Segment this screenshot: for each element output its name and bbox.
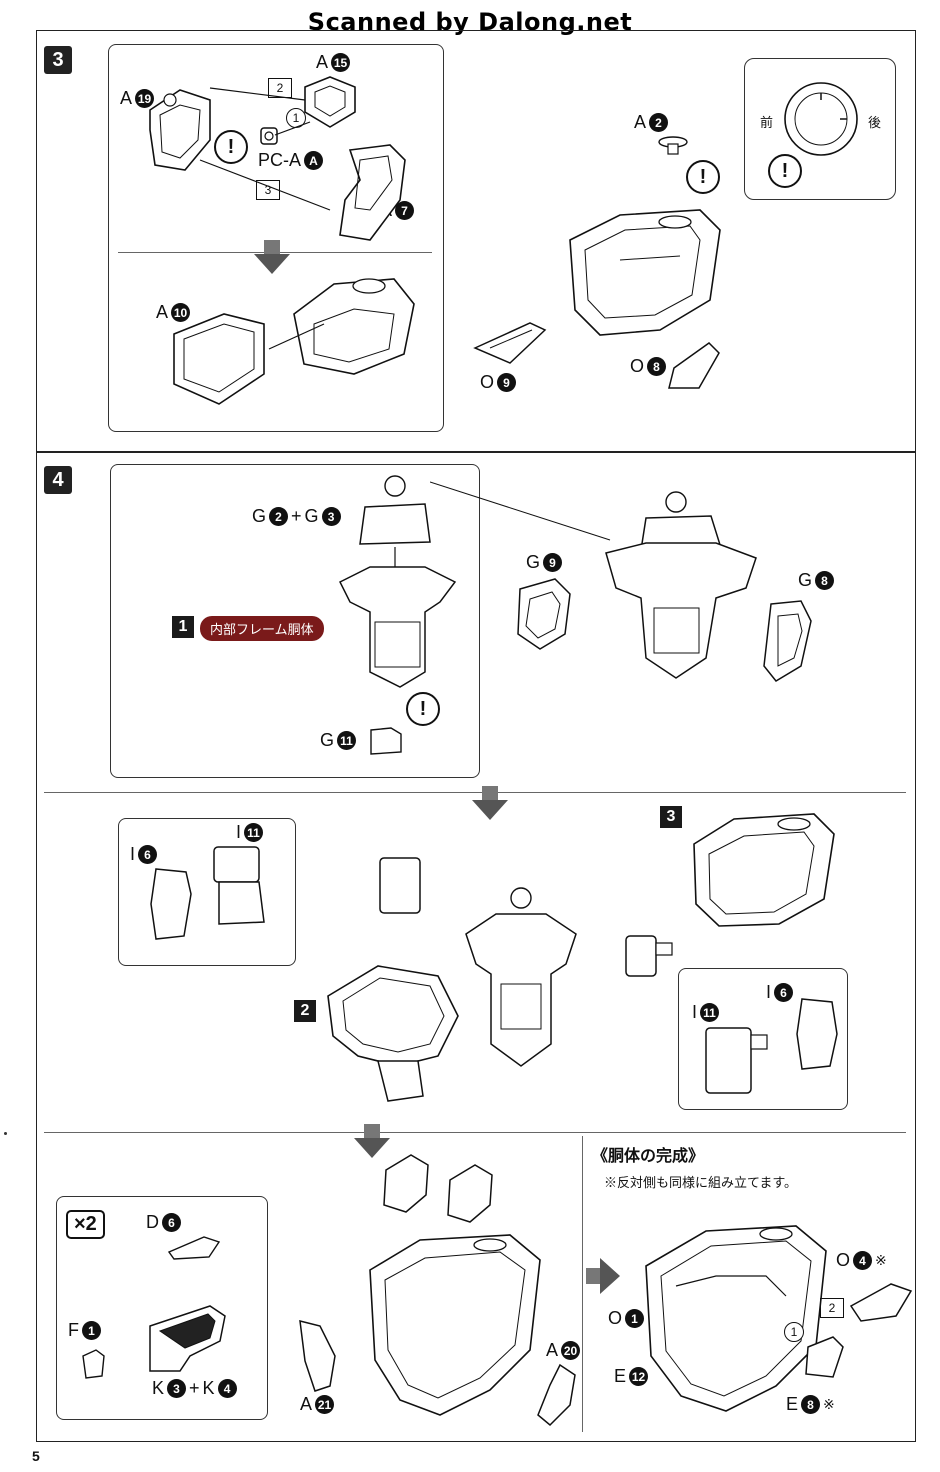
page-number: 5 [32,1448,40,1464]
part-drawing-assembly-3 [693,813,835,927]
caution-icon-a2: ! [686,160,720,194]
right-arrow-icon [586,1258,620,1294]
connector-line [430,481,611,541]
part-drawing-torso-with-skirt [369,1234,541,1416]
part-drawing-i6-right [796,998,838,1070]
step4-divider-1 [44,792,906,793]
part-drawing-g8 [763,600,812,682]
part-drawing-k-assembly [149,1305,226,1372]
scan-dot [4,1132,7,1135]
assembly-arrows [199,87,331,211]
part-drawing-i11-left [213,846,265,925]
part-drawing-d6 [167,1236,221,1260]
quantity-x2-badge: ×2 [66,1210,105,1239]
part-drawing-torso-main [569,209,721,336]
part-drawing-pca [260,127,278,145]
order-step-2: 2 [820,1298,844,1318]
part-drawing-e8 [805,1336,844,1378]
part-drawing-i11-right [705,1027,768,1094]
part-drawing-a7 [339,144,406,241]
sub-assembly-badge-2: 2 [294,1000,316,1022]
part-drawing-completed-torso [645,1225,827,1412]
caution-icon: ! [214,130,248,164]
part-drawing-mid-torso [465,887,577,1067]
down-arrow-icon [472,786,508,820]
part-drawing-a15 [304,76,356,128]
part-drawing-inner-frame [338,475,457,688]
part-drawing-i6-left [150,868,192,940]
caution-icon-inset: ! [768,154,802,188]
step3-number: 3 [44,46,72,74]
part-drawing-o8 [668,342,720,389]
step4-shoulder-panel-left [118,818,296,966]
sub-assembly-badge-3: 3 [660,806,682,828]
part-drawing-a19 [149,89,211,171]
caution-icon-g11: ! [406,692,440,726]
part-drawing-g9 [517,578,571,650]
sub-assembly-badge-1: 1 [172,616,194,638]
step4-frame [36,452,916,1442]
part-drawing-assembly-2 [327,965,459,1102]
part-drawing-shoulder-block [379,857,421,914]
part-drawing-waist-armor-left [383,1154,429,1213]
part-drawing-upper-torso [605,491,757,679]
down-arrow-icon [254,240,290,274]
step4-divider-2 [44,1132,906,1133]
torso-complete-title: 《胴体の完成》 [592,1148,705,1165]
watermark-text: Scanned by Dalong.net [307,8,633,36]
step3-frame [36,30,916,452]
step4-vertical-divider [582,1136,583,1432]
part-drawing-o4 [849,1283,913,1322]
part-drawing-a10-assembly [173,278,415,405]
part-drawing-a2 [658,136,688,155]
part-drawing-i11-right-small [625,935,673,977]
part-drawing-o9 [473,322,547,364]
part-drawing-a20 [537,1363,576,1427]
part-drawing-g11 [370,727,402,755]
order-step-1: 1 [784,1322,804,1342]
part-drawing-waist-armor-right [447,1164,493,1223]
step4-number: 4 [44,466,72,494]
part-drawing-a21 [299,1320,336,1392]
order-step-2: 2 [268,78,292,98]
inset-back-label: 後 [868,115,882,130]
part-drawing-f1 [82,1349,105,1379]
down-arrow-icon [354,1124,390,1158]
inset-front-label: 前 [760,115,774,130]
orientation-dial [784,82,858,156]
torso-complete-note: ※反対側も同様に組み立てます。 [604,1175,798,1190]
internal-frame-torso-label: 内部フレーム胴体 [200,616,324,641]
